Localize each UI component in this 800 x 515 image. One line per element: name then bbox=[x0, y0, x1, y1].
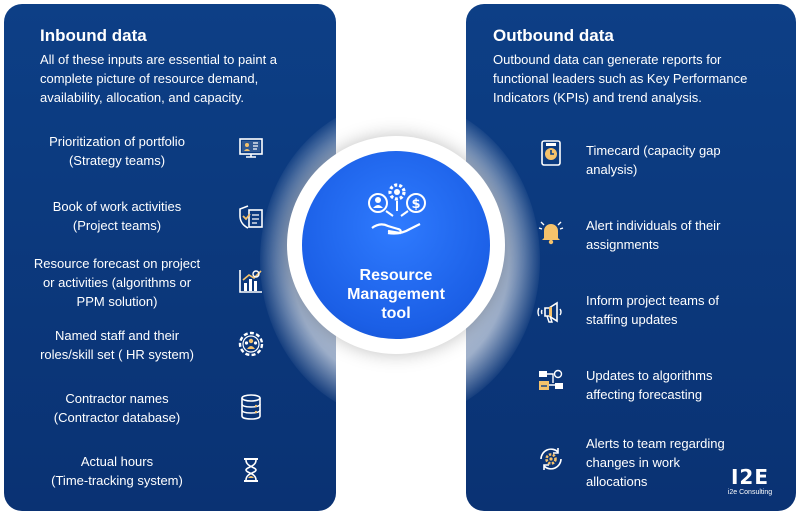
i2e-logo: I2E i2e Consulting bbox=[726, 466, 774, 506]
inbound-item-named-staff: Named staff and their roles/skill set ( … bbox=[22, 326, 212, 364]
inbound-item-line: (Strategy teams) bbox=[68, 153, 166, 168]
outbound-item-line: Updates to algorithms bbox=[586, 368, 713, 383]
outbound-item-line: staffing updates bbox=[586, 312, 678, 327]
outbound-item-line: Inform project teams of bbox=[586, 293, 719, 308]
outbound-title: Outbound data bbox=[493, 26, 614, 45]
inbound-item-line: Prioritization of portfolio bbox=[49, 134, 185, 149]
center-title-line: Management bbox=[347, 286, 445, 303]
forecast-chart-icon bbox=[236, 266, 266, 296]
inbound-item-line: Actual hours bbox=[80, 454, 154, 469]
outbound-item-line: Alert individuals of their bbox=[586, 218, 721, 233]
outbound-item-updates-algorithms: Updates to algorithms affecting forecast… bbox=[586, 366, 771, 404]
hand-resources-icon: $ bbox=[364, 181, 430, 241]
logo-mark: I2E bbox=[730, 465, 770, 489]
outbound-item-line: analysis) bbox=[586, 162, 638, 177]
outbound-item-alert-individuals: Alert individuals of their assignments bbox=[586, 216, 771, 254]
hourglass-icon bbox=[236, 455, 266, 485]
logo-text: i2e Consulting bbox=[727, 489, 773, 496]
database-icon bbox=[236, 392, 266, 422]
center-title: Resource Management tool bbox=[312, 266, 480, 323]
resource-management-tool-circle: $ Resource Management tool bbox=[302, 151, 490, 339]
inbound-item-line: Named staff and their bbox=[54, 328, 180, 343]
shield-document-icon bbox=[236, 202, 266, 232]
outbound-item-inform-project-teams: Inform project teams of staffing updates bbox=[586, 291, 771, 329]
inbound-item-line: roles/skill set ( HR system) bbox=[40, 347, 194, 362]
refresh-gear-icon bbox=[536, 444, 566, 474]
outbound-item-line: allocations bbox=[586, 474, 648, 489]
inbound-item-line: or activities (algorithms or bbox=[42, 275, 192, 290]
outbound-item-line: changes in work bbox=[586, 455, 680, 470]
inbound-item-line: Resource forecast on project bbox=[33, 256, 201, 271]
inbound-item-line: Contractor names bbox=[65, 391, 169, 406]
outbound-item-alerts-team: Alerts to team regarding changes in work… bbox=[586, 434, 771, 491]
inbound-item-portfolio: Prioritization of portfolio (Strategy te… bbox=[22, 132, 212, 170]
inbound-item-line: Book of work activities bbox=[52, 199, 182, 214]
inbound-description: All of these inputs are essential to pai… bbox=[40, 52, 278, 105]
bell-icon bbox=[536, 217, 566, 247]
inbound-item-line: (Contractor database) bbox=[53, 410, 181, 425]
outbound-item-line: Timecard (capacity gap bbox=[586, 143, 721, 158]
svg-text:$: $ bbox=[411, 197, 420, 212]
inbound-item-line: (Project teams) bbox=[72, 218, 162, 233]
outbound-description: Outbound data can generate reports for f… bbox=[493, 52, 748, 105]
inbound-item-contractor-names: Contractor names (Contractor database) bbox=[22, 389, 212, 427]
presentation-chart-icon bbox=[236, 132, 266, 162]
timecard-icon bbox=[536, 138, 566, 168]
algorithm-flow-icon bbox=[536, 367, 566, 397]
team-gear-icon bbox=[236, 329, 266, 359]
inbound-item-line: (Time-tracking system) bbox=[51, 473, 183, 488]
inbound-item-actual-hours: Actual hours (Time-tracking system) bbox=[22, 452, 212, 490]
megaphone-icon bbox=[536, 297, 566, 327]
center-title-line: Resource bbox=[359, 267, 433, 284]
center-title-line: tool bbox=[381, 305, 411, 322]
inbound-item-book-of-work: Book of work activities (Project teams) bbox=[22, 197, 212, 235]
outbound-item-timecard: Timecard (capacity gap analysis) bbox=[586, 141, 771, 179]
outbound-item-line: assignments bbox=[586, 237, 659, 252]
inbound-item-forecast: Resource forecast on project or activiti… bbox=[22, 254, 212, 311]
outbound-item-line: affecting forecasting bbox=[586, 387, 703, 402]
inbound-item-line: PPM solution) bbox=[76, 294, 158, 309]
outbound-item-line: Alerts to team regarding bbox=[586, 436, 725, 451]
inbound-title: Inbound data bbox=[40, 26, 147, 45]
